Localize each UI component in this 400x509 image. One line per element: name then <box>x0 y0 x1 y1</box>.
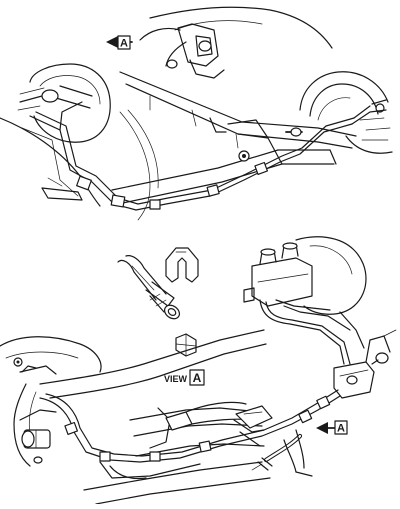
hose-nut <box>175 333 197 357</box>
left-wheel-cylinder <box>13 357 51 449</box>
view-a-indicator-bottom: A <box>316 420 348 435</box>
master-cylinder-pipes <box>259 299 351 365</box>
top-bracket-assembly <box>165 23 225 79</box>
view-a-letter-bottom: A <box>337 423 345 435</box>
view-a-detail: VIEW A <box>117 247 205 386</box>
upper-assembly: A <box>0 6 393 221</box>
brake-hose-end <box>117 255 181 320</box>
view-a-indicator-top: A <box>106 35 133 50</box>
combination-valve <box>333 329 397 399</box>
retaining-clip <box>165 247 199 283</box>
lower-booster <box>295 236 367 349</box>
view-a-caption: VIEW A <box>164 369 205 386</box>
brake-booster <box>17 63 111 143</box>
view-caption-word: VIEW <box>164 374 188 384</box>
view-a-letter-top: A <box>120 38 128 50</box>
rear-brake-pipes <box>19 389 341 479</box>
rear-flex-hose <box>251 429 313 477</box>
lower-assembly: A <box>0 236 397 505</box>
lower-frame-rail <box>39 329 271 505</box>
frame-bolt <box>238 150 250 162</box>
front-brake-pipes <box>21 101 387 211</box>
right-wheel-well <box>299 71 393 154</box>
lower-left-body <box>0 336 102 467</box>
view-caption-letter: A <box>193 371 202 385</box>
master-cylinder <box>243 242 313 307</box>
